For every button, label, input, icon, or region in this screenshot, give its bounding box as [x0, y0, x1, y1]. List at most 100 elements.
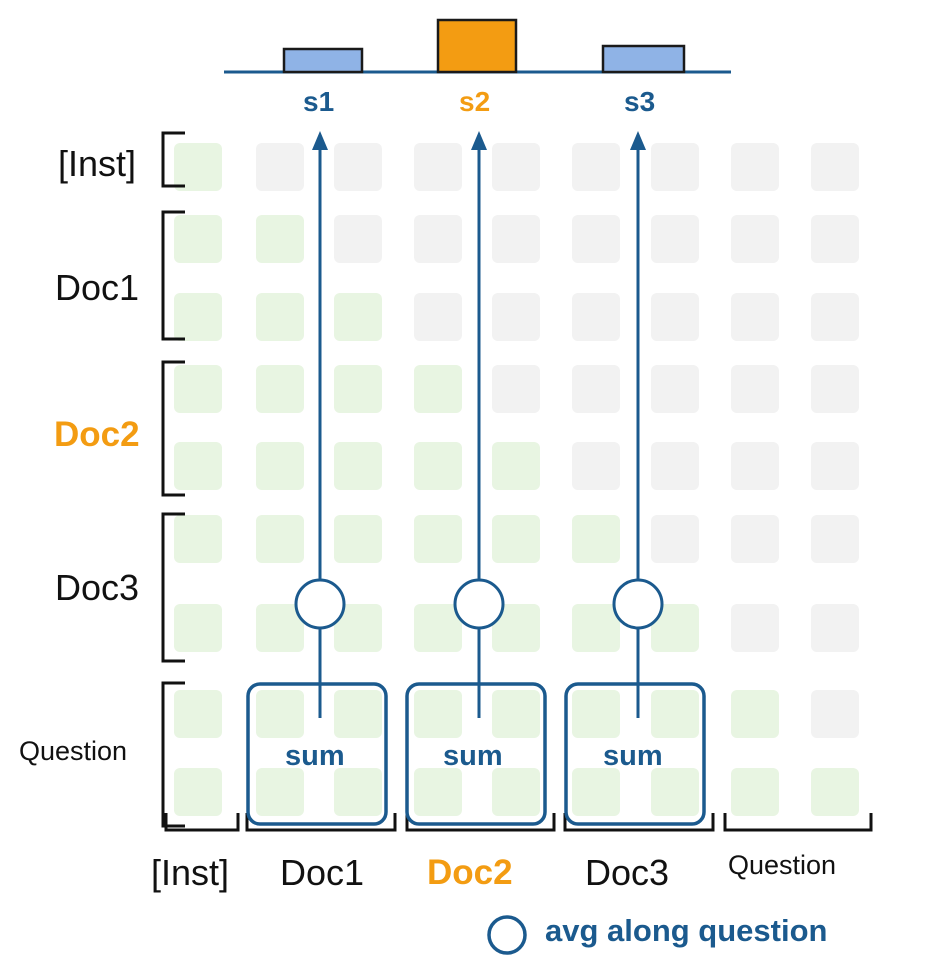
col-label-doc3: Doc3 — [585, 852, 670, 893]
legend-label: avg along question — [545, 913, 828, 948]
matrix-cell — [731, 293, 779, 341]
column-bracket — [164, 813, 240, 832]
matrix-cell — [492, 442, 540, 490]
row-bracket — [161, 210, 185, 341]
score-bar-s3 — [601, 44, 686, 74]
matrix-cell — [414, 293, 462, 341]
matrix-cell — [414, 690, 462, 738]
row-label-inst: [Inst] — [58, 143, 137, 184]
score-arrowhead — [630, 131, 646, 150]
matrix-cell — [334, 604, 382, 652]
column-bracket — [245, 813, 397, 832]
column-bracket — [563, 813, 715, 832]
matrix-cell — [731, 215, 779, 263]
row-label-doc1: Doc1 — [55, 267, 140, 308]
matrix-cell — [414, 515, 462, 563]
legend-circle-icon — [487, 915, 527, 955]
row-bracket — [161, 131, 185, 188]
matrix-cell — [334, 768, 382, 816]
matrix-cell — [651, 690, 699, 738]
matrix-cell — [811, 690, 859, 738]
matrix-cell — [731, 604, 779, 652]
col-label-doc1: Doc1 — [280, 852, 365, 893]
matrix-cell — [651, 442, 699, 490]
matrix-cell — [492, 768, 540, 816]
matrix-cell — [414, 768, 462, 816]
column-bracket — [405, 813, 556, 832]
matrix-cell — [572, 690, 620, 738]
matrix-cell — [651, 515, 699, 563]
matrix-cell — [414, 442, 462, 490]
matrix-cell — [256, 768, 304, 816]
matrix-cell — [174, 604, 222, 652]
sum-box — [405, 682, 547, 826]
matrix-cell — [811, 768, 859, 816]
matrix-cell — [731, 365, 779, 413]
matrix-cell — [731, 143, 779, 191]
score-label-s3: s3 — [624, 86, 656, 117]
matrix-cell — [256, 215, 304, 263]
matrix-cell — [174, 215, 222, 263]
matrix-cell — [651, 143, 699, 191]
matrix-cell — [492, 365, 540, 413]
matrix-cell — [811, 293, 859, 341]
matrix-cell — [334, 442, 382, 490]
avg-circle — [453, 578, 505, 630]
matrix-cell — [334, 143, 382, 191]
matrix-cell — [174, 293, 222, 341]
sum-box — [564, 682, 706, 826]
matrix-cell — [811, 215, 859, 263]
row-label-doc2: Doc2 — [54, 415, 140, 454]
matrix-cell — [414, 604, 462, 652]
row-bracket — [161, 512, 185, 663]
avg-circle — [294, 578, 346, 630]
matrix-cell — [334, 690, 382, 738]
matrix-cell — [651, 604, 699, 652]
matrix-cell — [572, 442, 620, 490]
matrix-cell — [811, 442, 859, 490]
matrix-cell — [572, 365, 620, 413]
score-label-s1: s1 — [303, 86, 335, 117]
matrix-cell — [492, 690, 540, 738]
matrix-cell — [811, 515, 859, 563]
matrix-cell — [492, 604, 540, 652]
score-bar-s2 — [436, 18, 518, 74]
matrix-cell — [256, 442, 304, 490]
matrix-cell — [811, 604, 859, 652]
matrix-cell — [256, 293, 304, 341]
matrix-cell — [651, 768, 699, 816]
matrix-cell — [492, 143, 540, 191]
score-label-s2: s2 — [459, 86, 491, 117]
row-label-question: Question — [19, 736, 128, 766]
matrix-cell — [334, 365, 382, 413]
sum-label-doc1: sum — [285, 740, 345, 772]
matrix-cell — [572, 515, 620, 563]
matrix-cell — [651, 215, 699, 263]
score-bar-s1 — [282, 47, 364, 74]
matrix-cell — [492, 215, 540, 263]
row-label-doc3: Doc3 — [55, 567, 140, 608]
matrix-cell — [334, 215, 382, 263]
matrix-cell — [174, 143, 222, 191]
matrix-cell — [731, 515, 779, 563]
matrix-cell — [492, 515, 540, 563]
matrix-cell — [256, 365, 304, 413]
matrix-cell — [572, 143, 620, 191]
col-label-inst: [Inst] — [151, 852, 230, 893]
matrix-cell — [492, 293, 540, 341]
column-bracket — [723, 813, 873, 832]
avg-circle — [612, 578, 664, 630]
matrix-cell — [174, 515, 222, 563]
matrix-cell — [572, 215, 620, 263]
matrix-cell — [731, 768, 779, 816]
matrix-cell — [414, 365, 462, 413]
row-bracket — [161, 681, 185, 828]
matrix-cell — [572, 293, 620, 341]
matrix-cell — [811, 143, 859, 191]
matrix-cell — [572, 768, 620, 816]
sum-label-doc2: sum — [443, 740, 503, 772]
matrix-cell — [414, 215, 462, 263]
matrix-cell — [414, 143, 462, 191]
